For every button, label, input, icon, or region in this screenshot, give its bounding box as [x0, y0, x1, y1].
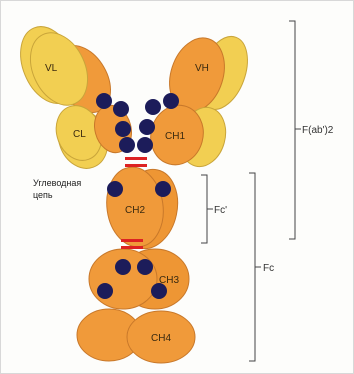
ch3-label: CH3 [159, 275, 179, 286]
fab2-label: F(ab')2 [302, 125, 334, 136]
carbohydrate-dot [145, 99, 161, 115]
carbohydrate-dot [137, 259, 153, 275]
disulfide-bond-upper [125, 157, 147, 167]
carbohydrate-dot [137, 137, 153, 153]
fab2-bracket [289, 21, 295, 239]
carbohydrate-label-line1: Углеводная [33, 178, 81, 188]
carbohydrate-dot [115, 121, 131, 137]
carbohydrate-dot [119, 137, 135, 153]
carbohydrate-dot [163, 93, 179, 109]
ch4-label: CH4 [151, 333, 171, 344]
carbohydrate-dot [113, 101, 129, 117]
carbohydrate-dot [97, 283, 113, 299]
carbohydrate-dot [115, 259, 131, 275]
vl-label: VL [45, 63, 58, 74]
fc-prime-bracket [201, 175, 207, 243]
ch3-domain [89, 249, 157, 309]
fc-label: Fc [263, 263, 274, 274]
carbohydrate-dot [107, 181, 123, 197]
ch2-label: CH2 [125, 205, 145, 216]
carbohydrate-dot [155, 181, 171, 197]
carbohydrate-dot [139, 119, 155, 135]
ch1-label: CH1 [165, 131, 185, 142]
fc-prime-label: Fc' [214, 205, 227, 216]
carbohydrate-dot [96, 93, 112, 109]
vh-label: VH [195, 63, 209, 74]
cl-label: CL [73, 129, 86, 140]
carbohydrate-label-line2: цепь [33, 190, 53, 200]
fc-bracket [249, 173, 255, 361]
